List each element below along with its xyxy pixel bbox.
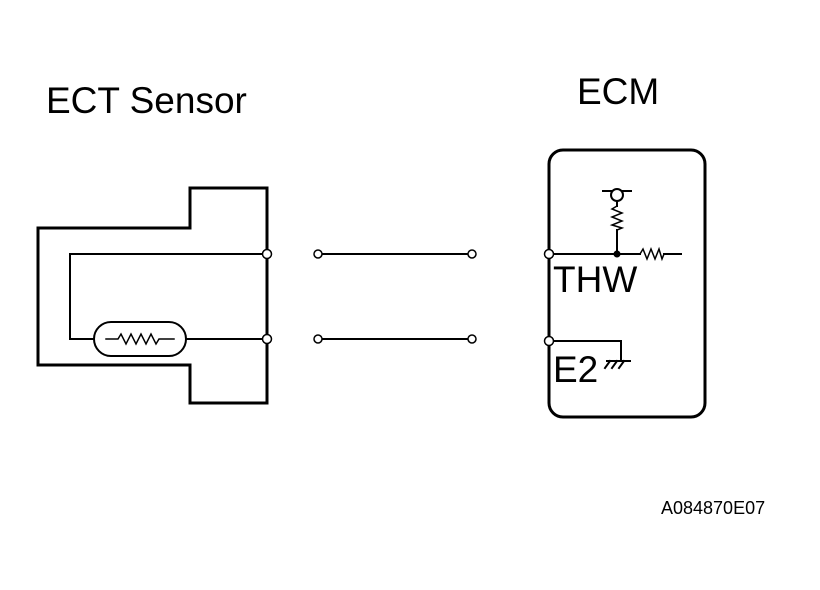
thermistor-resistor: [105, 332, 175, 346]
e2-label: E2: [553, 349, 598, 390]
harness-end-2a: [313, 334, 323, 344]
vcc-source-icon: [610, 188, 624, 202]
ecm-terminal-e2: [543, 335, 555, 347]
ecm-terminal-thw: [543, 248, 555, 260]
ecm-title: ECM: [577, 71, 659, 112]
harness-end-1b: [467, 249, 477, 259]
junction-dot: [613, 250, 621, 258]
sensor-terminal-1: [261, 248, 273, 260]
figure-code: A084870E07: [661, 498, 765, 518]
sensor-title: ECT Sensor: [46, 80, 247, 121]
sensor-terminal-2: [261, 333, 273, 345]
sensor-housing: [36, 186, 269, 405]
thw-label: THW: [553, 259, 637, 300]
harness-end-2b: [467, 334, 477, 344]
pullup-resistor: [609, 204, 625, 231]
harness-wires: [317, 253, 473, 340]
ecm-box: [547, 148, 707, 419]
sensor-internal-wiring: [69, 253, 263, 340]
series-resistor: [638, 246, 665, 262]
thermistor-capsule: [93, 321, 187, 357]
harness-end-1a: [313, 249, 323, 259]
